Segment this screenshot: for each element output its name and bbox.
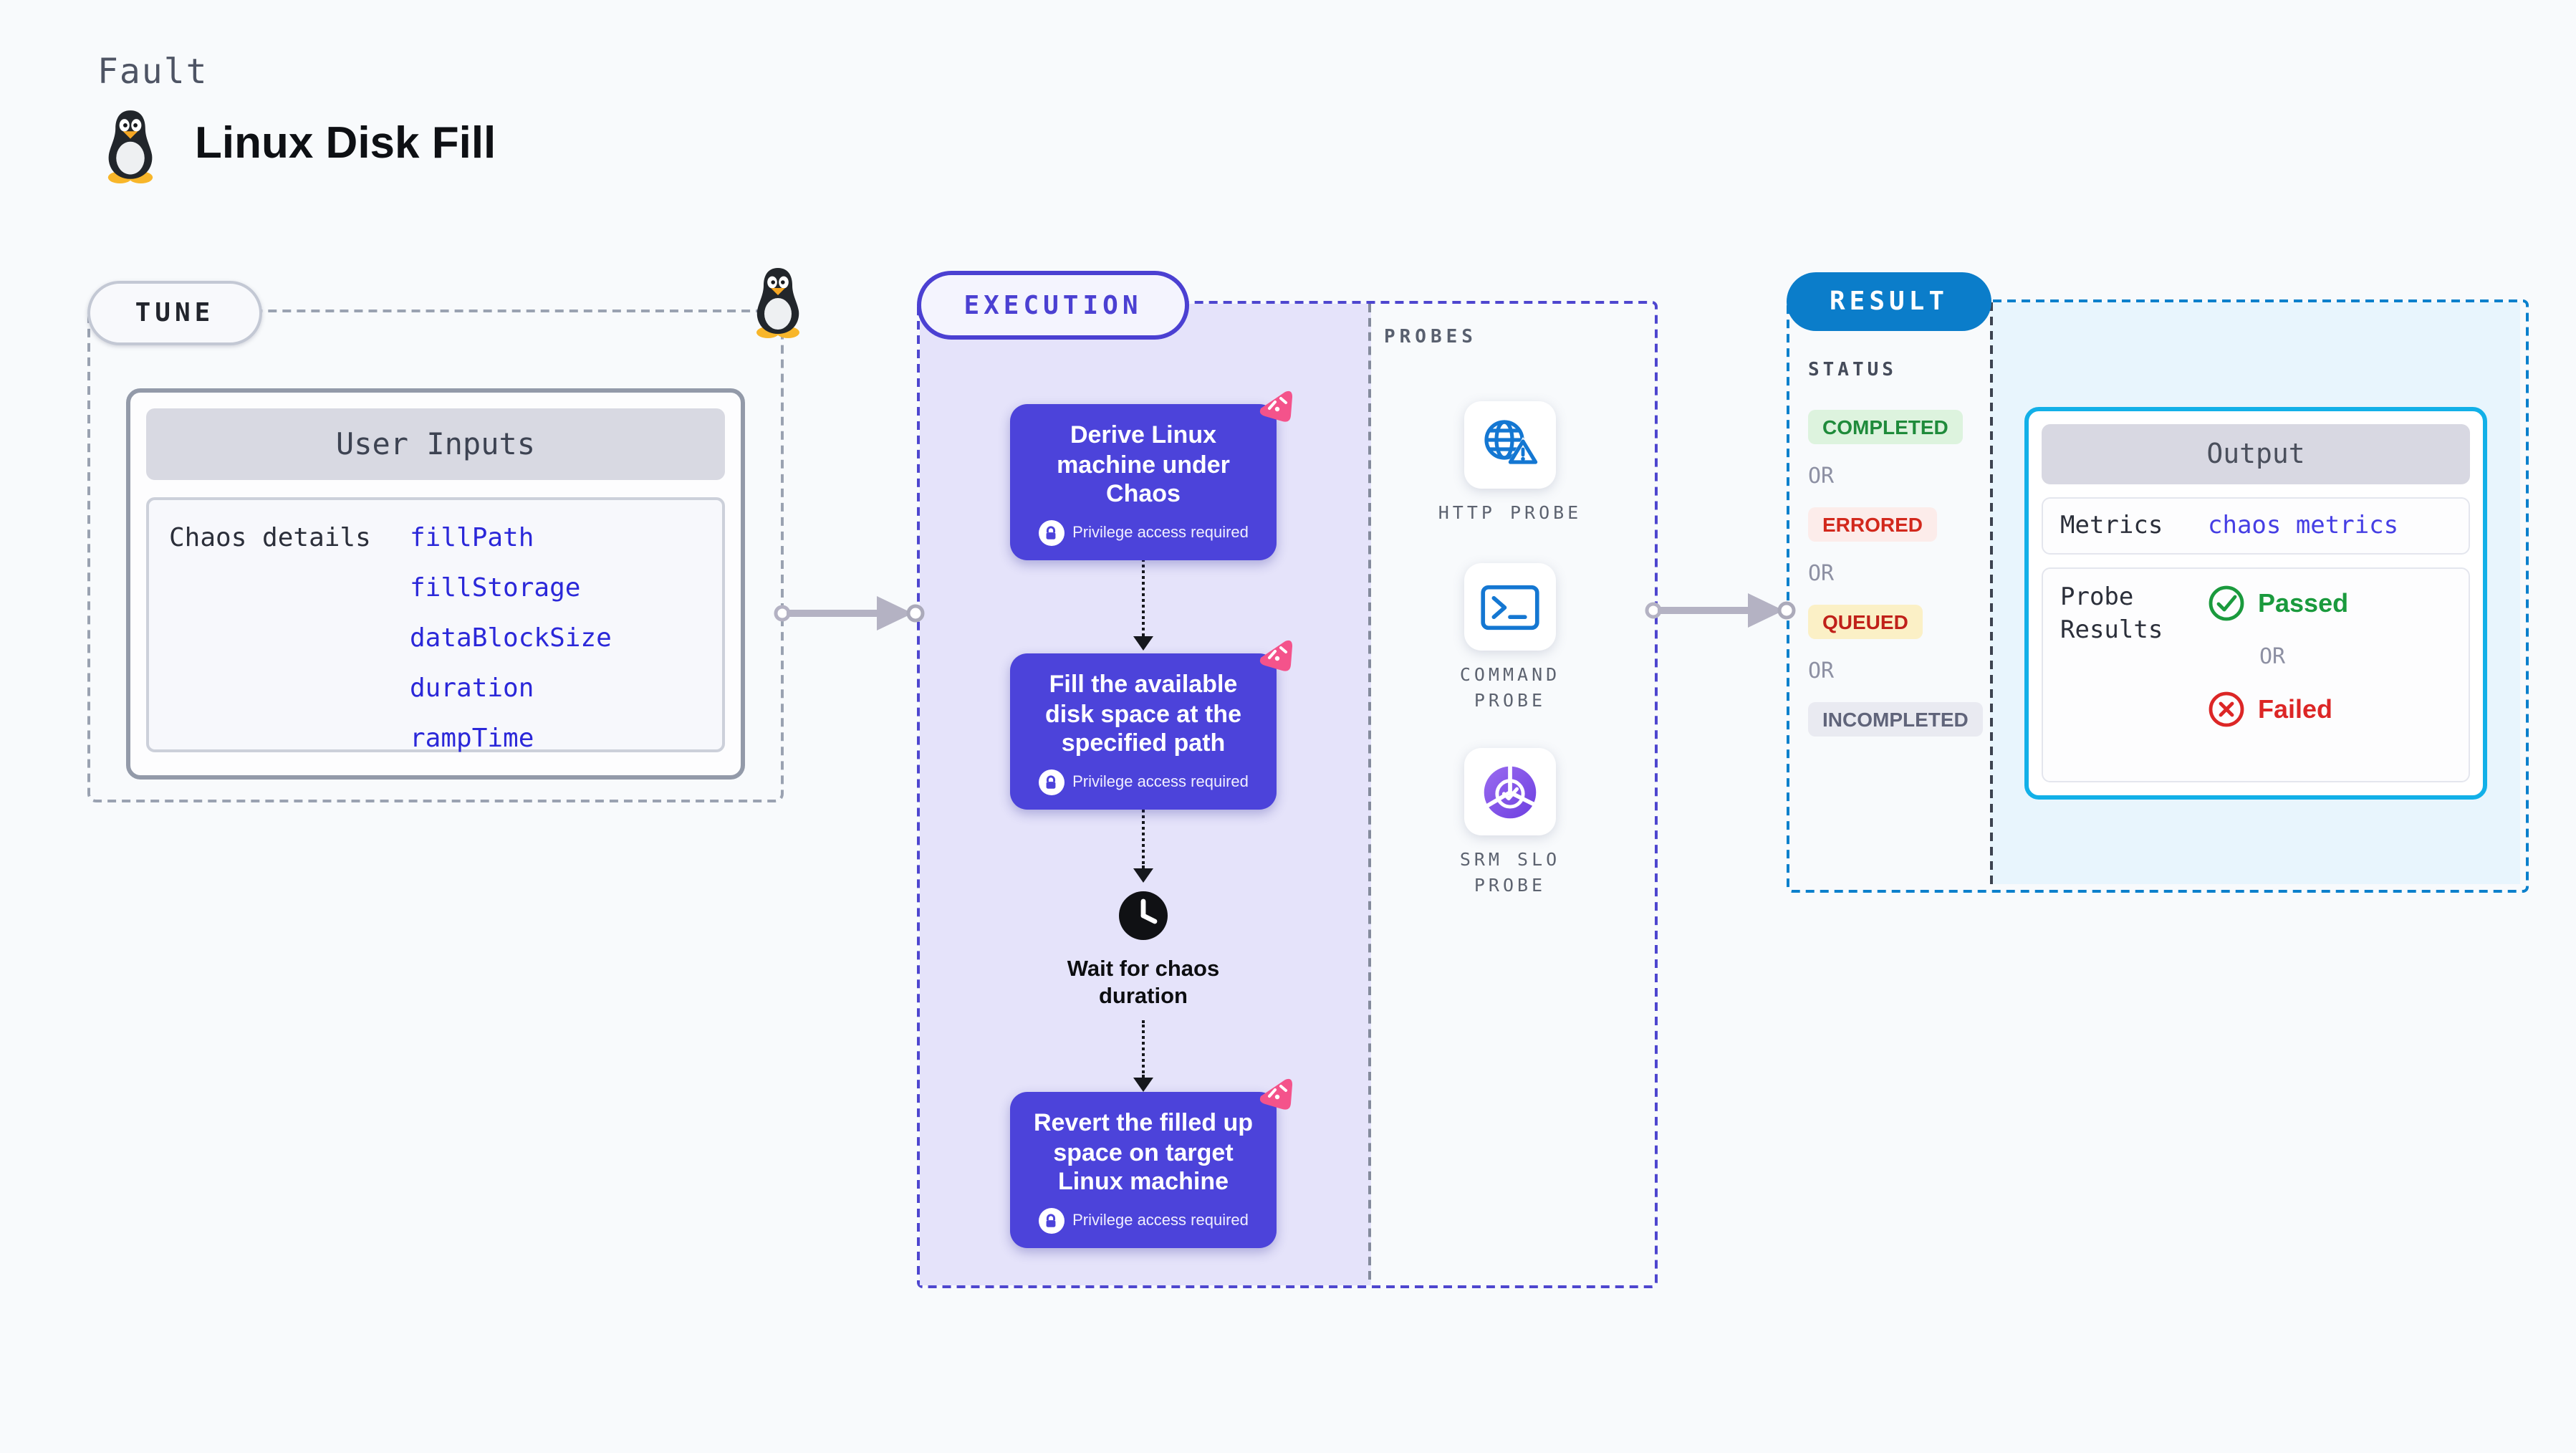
probe-http: HTTP PROBE (1410, 401, 1610, 525)
user-inputs-header: User Inputs (146, 408, 725, 480)
or-label: OR (1808, 658, 1835, 684)
check-circle-icon (2209, 585, 2244, 621)
lock-icon (1038, 520, 1064, 547)
output-card: Output Metrics chaos metrics Probe Resul… (2024, 407, 2487, 800)
probes-section-label: PROBES (1384, 327, 1477, 348)
privilege-label: Privilege access required (1072, 524, 1249, 542)
step-title: Derive Linux machine under Chaos (1057, 421, 1230, 508)
privilege-row: Privilege access required (1024, 1208, 1262, 1234)
probe-results-row: Probe Results Passed OR Failed (2042, 567, 2470, 782)
input-duration[interactable]: duration (410, 673, 534, 704)
probe-label: COMMAND PROBE (1459, 663, 1561, 710)
status-heading: STATUS (1808, 360, 1897, 381)
x-circle-icon (2209, 691, 2244, 727)
result-divider (1990, 302, 1993, 884)
tune-badge-label: TUNE (135, 298, 215, 328)
output-title: Output (2206, 438, 2305, 470)
http-probe-card[interactable] (1464, 401, 1556, 489)
tux-penguin-icon (107, 110, 153, 183)
step-title: Fill the available disk space at the spe… (1044, 671, 1241, 757)
execution-to-result-arrow (1645, 593, 1796, 628)
chaos-details-label: Chaos details (169, 523, 371, 553)
execution-badge: EXECUTION (917, 271, 1189, 340)
probe-label: SRM SLO PROBE (1459, 848, 1561, 895)
step-title: Revert the filled up space on target Lin… (1033, 1109, 1254, 1196)
status-badge-completed: COMPLETED (1808, 410, 1963, 444)
privilege-row: Privilege access required (1024, 520, 1262, 547)
output-header: Output (2042, 424, 2470, 484)
connector-line (1142, 547, 1145, 636)
privilege-label: Privilege access required (1072, 1212, 1249, 1230)
input-datablocksize[interactable]: dataBlockSize (410, 623, 612, 653)
result-badge-label: RESULT (1829, 287, 1949, 317)
connector-arrowhead (1133, 868, 1153, 883)
terminal-icon (1481, 584, 1539, 630)
privilege-label: Privilege access required (1072, 774, 1249, 792)
failed-label: Failed (2258, 694, 2333, 723)
status-list: COMPLETED OR ERRORED OR QUEUED OR INCOMP… (1808, 410, 1983, 737)
probe-command: COMMAND PROBE (1410, 563, 1610, 712)
metrics-row: Metrics chaos metrics (2042, 497, 2470, 555)
connector-arrowhead (1133, 1078, 1153, 1092)
connector-line (1142, 1020, 1145, 1078)
metrics-label: Metrics (2060, 511, 2163, 540)
input-fillstorage[interactable]: fillStorage (410, 573, 581, 603)
step-derive-machine[interactable]: Derive Linux machine under Chaos Privile… (1010, 390, 1292, 561)
step-fill-disk[interactable]: Fill the available disk space at the spe… (1010, 640, 1292, 810)
chaos-details-list: Chaos details fillPath fillStorage dataB… (146, 497, 725, 754)
tune-to-execution-arrow (774, 596, 925, 630)
status-badge-errored: ERRORED (1808, 507, 1938, 542)
privilege-row: Privilege access required (1024, 769, 1262, 796)
input-fillpath[interactable]: fillPath (410, 523, 534, 553)
status-badge-queued: QUEUED (1808, 605, 1923, 639)
input-ramptime[interactable]: rampTime (410, 724, 534, 754)
command-probe-card[interactable] (1464, 563, 1556, 651)
chaos-metrics-link[interactable]: chaos metrics (2208, 512, 2399, 540)
passed-label: Passed (2258, 588, 2349, 617)
srm-slo-probe-card[interactable] (1464, 748, 1556, 835)
lock-icon (1038, 1208, 1064, 1234)
slo-pie-icon (1484, 764, 1537, 818)
connector-line (1142, 788, 1145, 868)
user-inputs-title: User Inputs (335, 427, 536, 461)
user-inputs-card: User Inputs Chaos details fillPath fillS… (126, 388, 745, 780)
execution-badge-label: EXECUTION (963, 290, 1143, 320)
step-revert-space[interactable]: Revert the filled up space on target Lin… (1010, 1078, 1292, 1249)
failed-row: Failed (2208, 691, 2348, 728)
wait-label: Wait for chaos duration (1067, 957, 1220, 1010)
chaos-input-values: fillPath fillStorage dataBlockSize durat… (410, 523, 612, 754)
wait-step: Wait for chaos duration (1020, 888, 1267, 1012)
chaos-fault-icon (1259, 1078, 1292, 1110)
probe-label: HTTP PROBE (1438, 502, 1582, 523)
or-label: OR (1808, 560, 1835, 586)
probes-divider (1368, 304, 1371, 1280)
globe-alert-icon (1484, 419, 1539, 464)
or-label: OR (1808, 463, 1835, 489)
chaos-fault-icon (1259, 640, 1292, 671)
clock-icon (1119, 891, 1168, 940)
lock-icon (1038, 769, 1064, 796)
probe-results-values: Passed OR Failed (2208, 585, 2348, 728)
or-label: OR (2259, 643, 2286, 669)
tune-region (87, 310, 784, 802)
tux-penguin-small-icon (756, 268, 799, 338)
result-badge: RESULT (1787, 272, 1991, 331)
passed-row: Passed (2208, 585, 2348, 622)
page-title: Linux Disk Fill (195, 118, 496, 168)
tune-badge: TUNE (87, 281, 262, 345)
probe-results-label: Probe Results (2060, 583, 2163, 645)
connector-arrowhead (1133, 636, 1153, 651)
chaos-fault-icon (1259, 390, 1292, 422)
probe-srm-slo: SRM SLO PROBE (1410, 748, 1610, 897)
status-badge-incompleted: INCOMPLETED (1808, 702, 1983, 737)
result-region (1787, 299, 2529, 893)
fault-label: Fault (97, 52, 208, 92)
